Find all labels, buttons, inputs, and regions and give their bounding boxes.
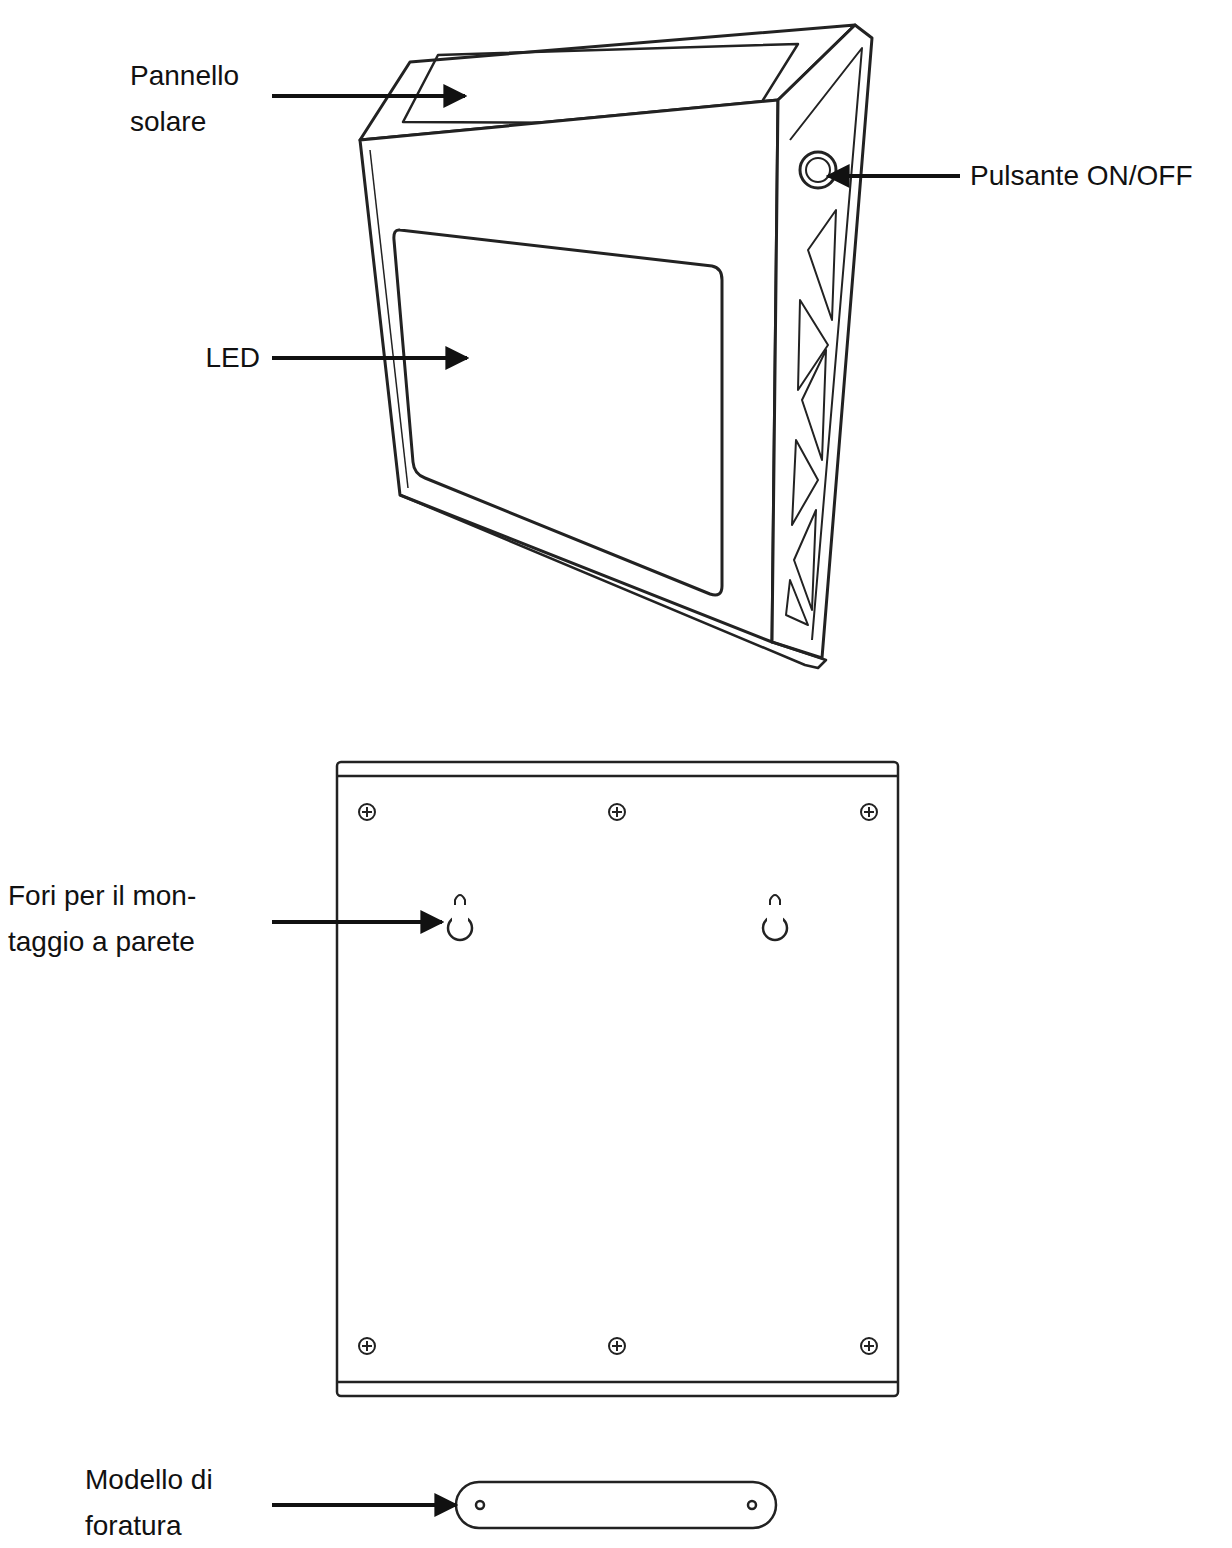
screw-cross bbox=[612, 1341, 622, 1351]
part-label: Fori per il mon-taggio a parete bbox=[8, 873, 253, 965]
solar-lamp bbox=[360, 25, 872, 668]
part-label: Modello di foratura bbox=[85, 1457, 265, 1548]
screw-cross bbox=[362, 1341, 372, 1351]
part-label: Pulsante ON/OFF bbox=[970, 153, 1228, 199]
part-label: Pannello solare bbox=[130, 53, 270, 145]
back-plate bbox=[337, 762, 898, 1396]
screw bbox=[359, 804, 375, 820]
screw bbox=[359, 1338, 375, 1354]
screw bbox=[609, 1338, 625, 1354]
screw-cross bbox=[864, 1341, 874, 1351]
screw-cross bbox=[864, 807, 874, 817]
screw bbox=[861, 1338, 877, 1354]
leader-arrows bbox=[272, 96, 960, 1505]
screw bbox=[861, 804, 877, 820]
screw bbox=[609, 804, 625, 820]
drilling-template bbox=[456, 1482, 776, 1528]
screw-cross bbox=[362, 807, 372, 817]
part-label: LED bbox=[150, 335, 260, 381]
screw-cross bbox=[612, 807, 622, 817]
